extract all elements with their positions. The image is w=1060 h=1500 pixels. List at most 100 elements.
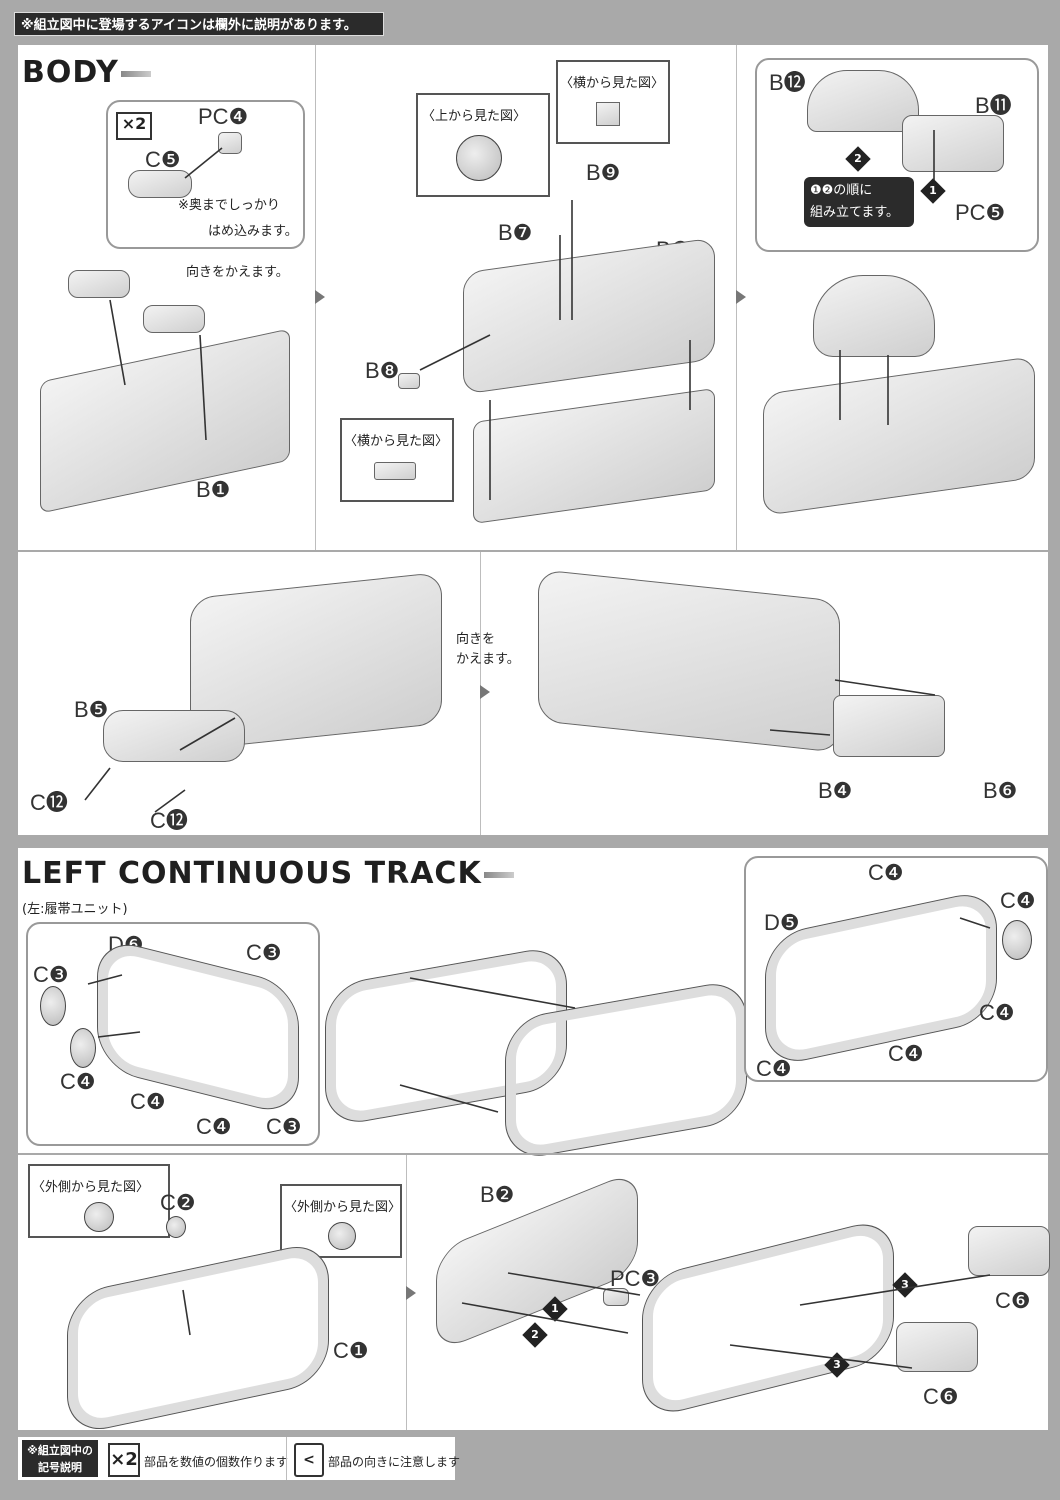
arrow-line <box>959 917 991 929</box>
part-label-c6-top: C❻ <box>995 1288 1031 1313</box>
side-view-box-b8: 〈横から見た図〉 <box>340 418 454 502</box>
c2-outer-view-drawing <box>84 1202 114 1232</box>
arrow-line <box>84 767 111 801</box>
track-title-text: LEFT CONTINUOUS TRACK <box>22 856 482 891</box>
multiplier-icon: ×2 <box>108 1443 140 1477</box>
turn-note-2: 向きを かえます。 <box>456 630 520 670</box>
arrow-line <box>799 1274 991 1306</box>
b7-top-view-drawing <box>456 135 502 181</box>
arrow-line <box>87 974 123 985</box>
side-view-label-b8: 〈横から見た図〉 <box>344 434 449 449</box>
wheel-c4-drawing <box>70 1028 96 1068</box>
title-streak <box>483 871 514 878</box>
outer-view-box-c2: 〈外側から見た図〉 <box>28 1164 170 1238</box>
part-label-c4-center: C❹ <box>888 1041 924 1066</box>
body-section-title: BODY <box>22 55 151 90</box>
track-step3-callout: C❹ C❹ D❺ C❹ C❹ C❹ <box>744 856 1048 1082</box>
legend-title: ※組立図中の 記号説明 <box>22 1440 98 1477</box>
part-label-c4-bottom-left: C❹ <box>756 1056 792 1081</box>
side-view-label-b9: 〈横から見た図〉 <box>560 76 665 91</box>
orientation-icon: < <box>294 1443 324 1477</box>
outer-view-label-c1: 〈外側から見た図〉 <box>284 1200 402 1215</box>
title-streak <box>120 70 151 77</box>
arrow-line <box>399 1084 499 1113</box>
order-note-line2: 組み立てます。 <box>810 205 900 220</box>
part-c2-drawing <box>166 1216 186 1238</box>
part-label-b2: B❷ <box>480 1182 515 1207</box>
part-label-c4-right: C❹ <box>1000 888 1036 913</box>
c1-outer-view-drawing <box>328 1222 356 1250</box>
part-label-b5: B❺ <box>74 697 109 722</box>
part-label-c12-right: C⓬ <box>150 808 188 833</box>
part-label-c12-left: C⓬ <box>30 790 68 815</box>
arrow-line <box>182 1289 191 1336</box>
track-section-title: LEFT CONTINUOUS TRACK <box>22 856 514 891</box>
part-label-c2: C❷ <box>160 1190 196 1215</box>
turn-note-2-line1: 向きを <box>456 632 496 647</box>
side-view-box-b9: 〈横から見た図〉 <box>556 60 670 144</box>
insert-note-line2: はめ込みます。 <box>208 224 298 239</box>
part-b5-drawing <box>103 710 245 762</box>
part-label-c4-bottom: C❹ <box>196 1114 232 1139</box>
part-label-c4-mid: C❹ <box>130 1089 166 1114</box>
icon-notice-bar: ※組立図中に登場するアイコンは欄外に説明があります。 <box>14 12 384 36</box>
part-label-c6-bottom: C❻ <box>923 1384 959 1409</box>
part-label-b6: B❻ <box>983 778 1018 803</box>
part-label-b9: B❾ <box>586 160 621 185</box>
part-c6-top-drawing <box>968 1226 1050 1276</box>
part-b11-drawing <box>902 115 1004 172</box>
part-label-c4-left: C❹ <box>60 1069 96 1094</box>
next-step-arrow-icon <box>480 685 490 699</box>
part-label-d6: D❻ <box>108 932 144 957</box>
next-step-arrow-icon <box>736 290 746 304</box>
track-subtitle: (左:履帯ユニット) <box>22 902 128 917</box>
arrow-line <box>419 334 491 371</box>
arrow-line <box>184 147 223 179</box>
body-title-text: BODY <box>22 55 119 90</box>
divider <box>18 550 1048 552</box>
next-step-arrow-icon <box>315 290 325 304</box>
part-label-pc3: PC❸ <box>610 1266 661 1291</box>
part-label-c3-bottom: C❸ <box>266 1114 302 1139</box>
arrow-line <box>409 977 576 1009</box>
part-label-pc5: PC❺ <box>955 200 1006 225</box>
part-label-b1: B❶ <box>196 477 231 502</box>
top-view-label: 〈上から見た図〉 <box>422 109 527 124</box>
outer-view-box-c1: 〈外側から見た図〉 <box>280 1184 402 1258</box>
wheel-c4-loose-drawing <box>1002 920 1032 960</box>
part-c5-assembled-right <box>143 305 205 333</box>
part-label-b11: B⓫ <box>975 93 1012 118</box>
arrow-line <box>199 334 207 441</box>
arrow-line <box>834 679 936 696</box>
turn-note: 向きをかえます。 <box>186 265 289 280</box>
part-c5-drawing <box>128 170 192 198</box>
body-panel: BODY ×2 PC❹ C❺ ※奥までしっかり はめ込みます。 向きをかえます。… <box>18 45 1048 835</box>
part-b8-drawing <box>398 373 420 389</box>
arrow-line <box>769 729 831 736</box>
part-label-pc4: PC❹ <box>198 104 249 129</box>
track-step1-callout: D❻ C❸ C❸ C❹ C❹ C❹ C❸ <box>26 922 320 1146</box>
divider <box>286 1437 287 1480</box>
arrow-line <box>507 1272 641 1296</box>
part-label-c4-mid-right: C❹ <box>979 1000 1015 1025</box>
part-label-c5: C❺ <box>145 147 181 172</box>
arrow-line <box>461 1302 629 1334</box>
arrow-line <box>109 299 126 386</box>
step1-callout: ×2 PC❹ C❺ ※奥までしっかり はめ込みます。 <box>106 100 305 249</box>
b9-side-view-drawing <box>596 102 620 126</box>
part-label-b12: B⓬ <box>769 70 806 95</box>
part-label-c3-top: C❸ <box>246 940 282 965</box>
b8-side-view-drawing <box>374 462 416 480</box>
part-label-c1: C❶ <box>333 1338 369 1363</box>
arrow-line <box>97 1031 141 1038</box>
part-label-b7: B❼ <box>498 220 533 245</box>
order-note-line1: ❶❷の順に <box>810 183 873 198</box>
part-c6-bottom-drawing <box>896 1322 978 1372</box>
part-label-b4: B❹ <box>818 778 853 803</box>
order-note: ❶❷の順に 組み立てます。 <box>804 177 914 227</box>
part-c5-assembled-left <box>68 270 130 298</box>
legend-bar: ※組立図中の 記号説明 ×2 部品を数値の個数作ります < 部品の向きに注意しま… <box>18 1437 460 1480</box>
part-label-b8: B❽ <box>365 358 400 383</box>
arrow-line <box>179 717 236 751</box>
